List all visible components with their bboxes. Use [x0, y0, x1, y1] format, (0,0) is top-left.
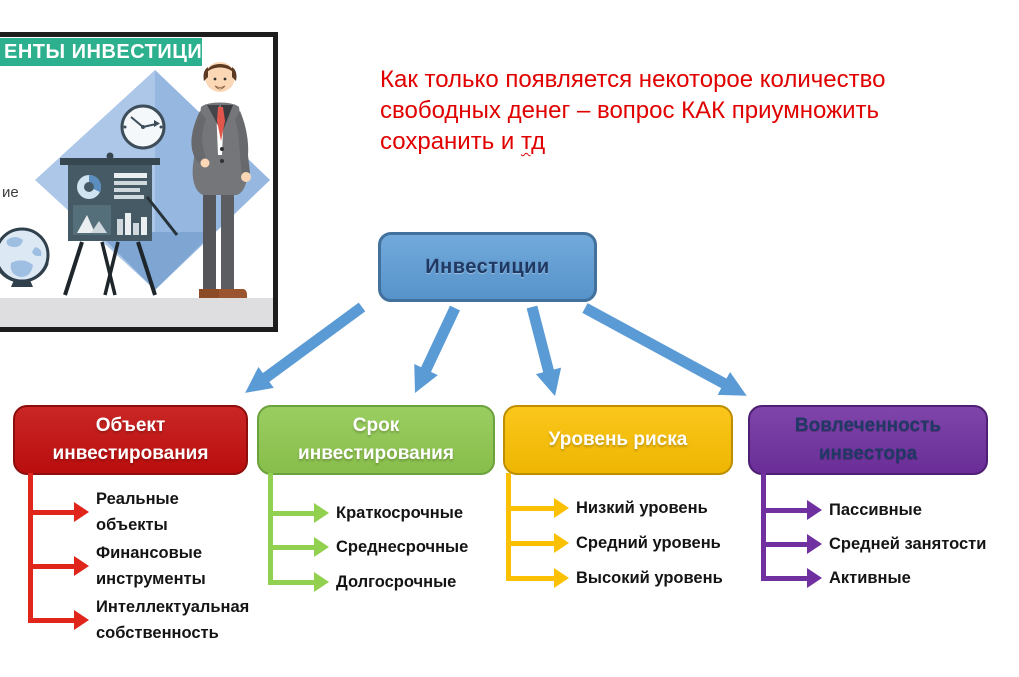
arrow-head-icon: [74, 502, 89, 522]
branch-connector-line: [28, 473, 33, 623]
arrow-shaft: [506, 575, 554, 581]
tree-item: Интеллектуальная собственность: [28, 594, 281, 646]
branch-box-investment-term: Срок инвестирования: [257, 405, 495, 475]
investments-illustration: ие ЕНТЫ ИНВЕСТИЦИЙ: [0, 32, 278, 332]
tree-item-label: Пассивные: [829, 501, 922, 519]
arrow-head-icon: [314, 572, 329, 592]
tree-item: Финансовые инструменты: [28, 540, 246, 592]
tree-item-label: Низкий уровень: [576, 499, 708, 517]
branch-box-investment-object: Объект инвестирования: [13, 405, 248, 475]
arrow-head-icon: [74, 556, 89, 576]
tree-item-label: Высокий уровень: [576, 569, 723, 587]
tree-item: Высокий уровень: [506, 565, 723, 591]
arrow-shaft: [268, 544, 314, 550]
branch-connector-line: [268, 473, 273, 584]
arrow-shaft: [761, 575, 807, 581]
tree-item: Активные: [761, 565, 911, 591]
tree-item: Долгосрочные: [268, 569, 456, 595]
arrow-head-icon: [554, 498, 569, 518]
note-underlined-word: тд: [520, 128, 546, 155]
illustration-floor: [0, 298, 273, 327]
arrow-head-icon: [74, 610, 89, 630]
branch-connector-line: [761, 473, 766, 580]
branch-title: Срок инвестирования: [298, 415, 454, 464]
branch-box-risk-level: Уровень риска: [503, 405, 733, 475]
tree-item-label: Среднесрочные: [336, 538, 469, 556]
branch-title: Вовлеченность инвестора: [794, 415, 942, 464]
fan-arrow-3: [526, 305, 562, 397]
branch-connector-line: [506, 473, 511, 580]
tree-item: Средней занятости: [761, 531, 986, 557]
tree-item: Краткосрочные: [268, 500, 463, 526]
tree-item-label: Финансовые инструменты: [96, 544, 206, 588]
businessman-illustration: [191, 62, 251, 298]
arrow-head-icon: [554, 533, 569, 553]
tree-item-label: Краткосрочные: [336, 504, 464, 522]
branch-title: Объект инвестирования: [52, 415, 209, 464]
globe-icon: [0, 227, 50, 287]
illustration-art: ие: [0, 62, 270, 298]
arrow-head-icon: [314, 503, 329, 523]
tree-item-label: Долгосрочные: [336, 573, 457, 591]
arrow-shaft: [268, 510, 314, 516]
fan-arrow-4: [582, 303, 747, 396]
tree-item: Реальные объекты: [28, 486, 246, 538]
tree-item: Средний уровень: [506, 530, 721, 556]
tree-item-label: Средний уровень: [576, 534, 721, 552]
arrow-head-icon: [807, 534, 822, 554]
arrow-shaft: [761, 507, 807, 513]
note-line-3: сохранить и тд: [380, 126, 885, 157]
arrow-shaft: [28, 563, 74, 569]
clock-icon: [120, 104, 166, 150]
arrow-head-icon: [554, 568, 569, 588]
note-line-2: свободных денег – вопрос КАК приумножить: [380, 97, 880, 124]
arrow-head-icon: [807, 500, 822, 520]
arrow-head-icon: [314, 537, 329, 557]
branch-title: Уровень риска: [548, 429, 688, 450]
note-line-1: Как только появляется некоторое количест…: [380, 66, 886, 93]
fan-arrow-2: [414, 305, 460, 394]
arrow-head-icon: [807, 568, 822, 588]
arrow-shaft: [28, 617, 74, 623]
note-text: Как только появляется некоторое количест…: [380, 64, 885, 157]
tree-item-label: Активные: [829, 569, 911, 587]
tree-item-label: Средней занятости: [829, 535, 987, 553]
tree-item-label: Реальные объекты: [96, 490, 179, 534]
presentation-board-icon: [60, 152, 179, 296]
branch-box-investor-involvement: Вовлеченность инвестора: [748, 405, 988, 475]
arrow-shaft: [761, 541, 807, 547]
tree-item: Низкий уровень: [506, 495, 708, 521]
root-node-label: Инвестиции: [425, 255, 550, 278]
arrow-shaft: [28, 509, 74, 515]
arrow-shaft: [506, 505, 554, 511]
cropped-left-text: ие: [2, 184, 19, 201]
note-line-3-prefix: сохранить и: [380, 128, 521, 155]
illustration-title-banner: ЕНТЫ ИНВЕСТИЦИЙ: [0, 38, 202, 66]
root-node-investments: Инвестиции: [378, 232, 597, 302]
tree-item: Пассивные: [761, 497, 922, 523]
arrow-shaft: [506, 540, 554, 546]
arrow-shaft: [268, 579, 314, 585]
tree-item-label: Интеллектуальная собственность: [96, 598, 250, 642]
tree-item: Среднесрочные: [268, 534, 468, 560]
